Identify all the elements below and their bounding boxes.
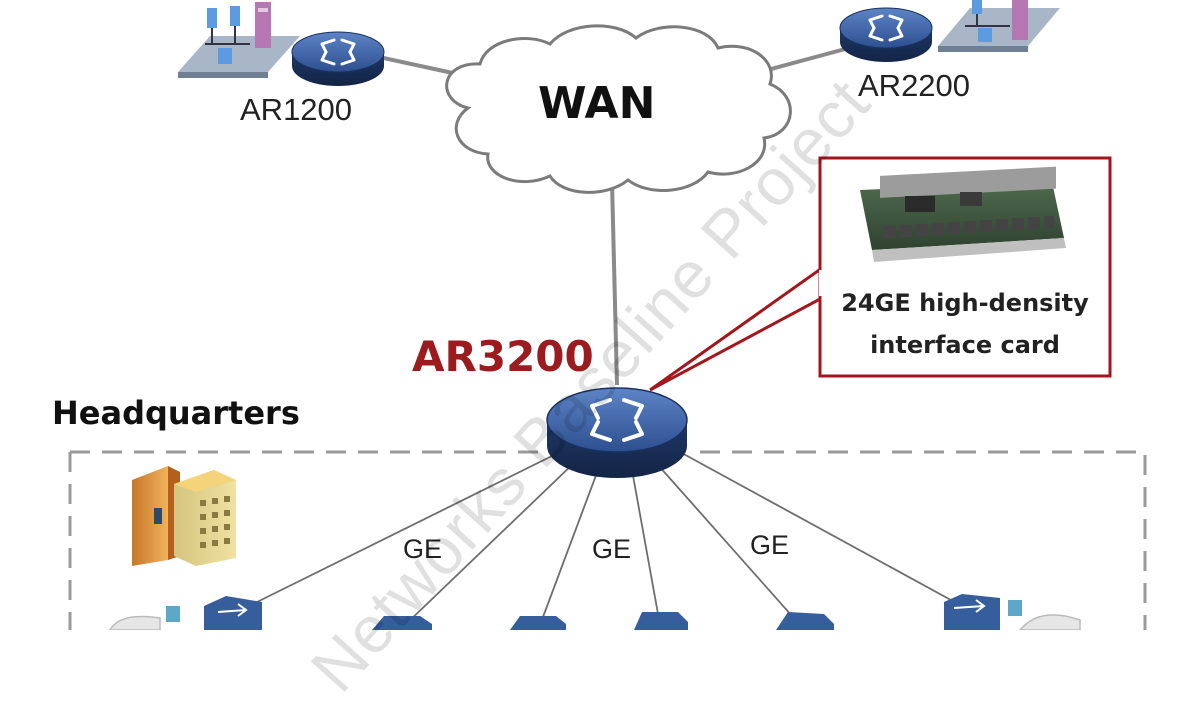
core-router-label: AR3200 [412,332,594,381]
downlink-6 [679,451,961,606]
router-label-ar2200: AR2200 [858,68,971,103]
downlink-3 [539,469,599,626]
interface-card-image [860,166,1066,262]
callout-line-2: interface card [870,331,1060,359]
wan-cloud [445,24,792,194]
router-label-ar1200: AR1200 [240,92,353,127]
router-ar2200[interactable] [839,7,933,62]
access-switch-5[interactable] [776,612,834,630]
router-ar1200[interactable] [291,31,385,86]
link-ar2200-wan [759,43,861,74]
router-arrows-icon [320,38,356,66]
link-wan-ar3200 [610,181,619,386]
downlink-4 [631,469,661,626]
access-switch-right[interactable] [944,594,1081,630]
downlink-2 [404,461,576,626]
router-ar3200[interactable] [546,387,688,478]
branch-office-icon-left [178,2,300,78]
callout-line-1: 24GE high-density [841,289,1089,317]
downlink-5 [657,464,801,626]
headquarters-boundary [68,450,1147,630]
branch-office-icon-right [938,0,1060,52]
wan-cloud-label: WAN [538,78,656,129]
router-arrows-icon [868,14,904,42]
link-label-ge-2: GE [592,534,632,564]
link-label-ge-1: GE [403,534,443,564]
link-label-ge-3: GE [750,530,790,560]
downlink-1 [254,451,561,604]
interface-card-callout [649,156,1112,392]
ge-downlinks [254,451,961,626]
router-arrows-icon [590,398,644,442]
access-switch-left[interactable] [109,596,262,630]
access-switch-3[interactable] [510,616,566,630]
access-switches [109,594,1081,630]
access-switch-2[interactable] [372,616,432,630]
access-switch-4[interactable] [634,612,688,630]
headquarters-label: Headquarters [52,394,300,432]
network-topology-diagram [68,0,1147,630]
building-icon [132,466,236,566]
